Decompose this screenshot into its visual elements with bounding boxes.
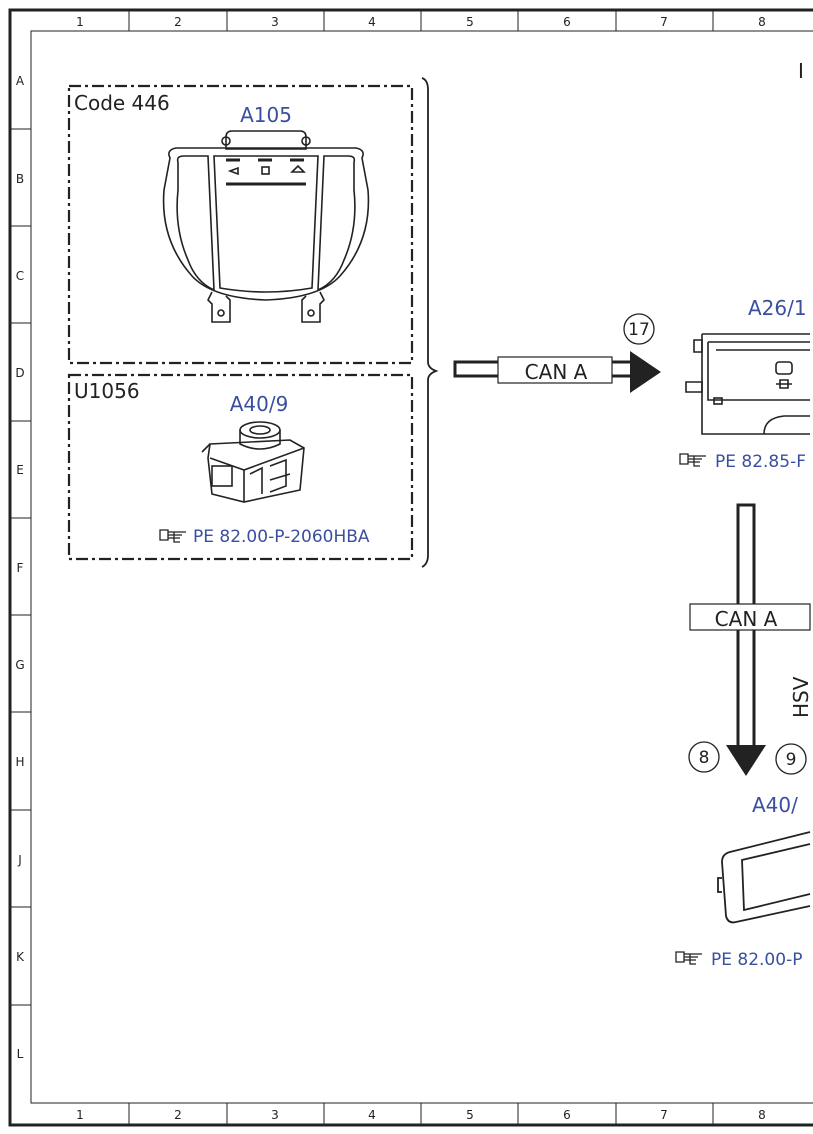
pointing-hand-icon [679,453,706,467]
component-id-a40-9: A40/9 [230,392,289,416]
col-label: 1 [76,1108,84,1122]
cropped-vertical-text: HSV [789,676,813,718]
reference-text: PE 82.85-F [715,452,806,472]
col-label: 2 [174,15,182,29]
overhead-control-panel-icon [162,130,370,323]
outer-frame [8,8,813,1127]
option-code-label: Code 446 [74,91,170,115]
col-label: 6 [563,15,571,29]
bus-arrowhead [630,351,661,393]
control-unit-icon [685,333,810,435]
col-label: 5 [466,15,474,29]
col-label: 3 [271,15,279,29]
pin-number: 17 [628,320,650,340]
option-box-u1056 [67,373,414,561]
col-label: 5 [466,1108,474,1122]
col-label: 7 [660,1108,668,1122]
group-brace [421,77,439,568]
bus-arrowhead [726,745,766,776]
row-label: K [16,950,25,964]
col-label: 2 [174,1108,182,1122]
row-label: H [15,755,24,769]
cropped-edge-text: I [798,59,804,83]
display-unit-icon [717,831,811,924]
can-a-horizontal-bus: CAN A 17 [453,313,661,393]
row-label: J [17,853,22,867]
pointing-hand-icon [675,951,702,965]
row-label: L [17,1047,24,1061]
row-label: B [16,172,24,186]
pin-circle [775,743,807,775]
reference-text: PE 82.00-P-2060HBA [193,527,370,547]
grid-column-labels-top: 1 2 3 4 5 6 7 8 [76,15,766,29]
reference-link-a40[interactable]: PE 82.00-P [675,950,802,970]
bus-label: CAN A [525,360,588,384]
col-label: 3 [271,1108,279,1122]
component-id-a26-1: A26/1 [748,296,807,320]
grid-column-labels-bottom: 1 2 3 4 5 6 7 8 [76,1108,766,1122]
pin-circle [623,313,655,345]
reference-link-a26-1[interactable]: PE 82.85-F [679,452,806,472]
row-label: E [16,463,24,477]
pin-number: 9 [786,750,797,770]
col-label: 6 [563,1108,571,1122]
grid-row-dividers [10,128,31,1006]
pin-number: 8 [699,748,710,768]
col-label: 4 [368,15,376,29]
reference-link-a40-9[interactable]: PE 82.00-P-2060HBA [159,527,370,547]
grid-column-dividers [128,10,714,1125]
can-a-vertical-bus: CAN A 8 9 [688,503,811,776]
reference-text: PE 82.00-P [711,950,802,970]
col-label: 7 [660,15,668,29]
col-label: 1 [76,15,84,29]
pointing-hand-icon [159,529,186,543]
controller-knob-icon [201,421,305,503]
col-label: 8 [758,1108,766,1122]
option-code-label: U1056 [74,379,140,403]
col-label: 8 [758,15,766,29]
col-label: 4 [368,1108,376,1122]
row-label: F [17,561,24,575]
bus-label: CAN A [715,607,778,631]
pin-circle [688,741,720,773]
row-label: C [16,269,24,283]
row-label: A [16,74,25,88]
bus-label-box [689,603,811,631]
option-box-code-446 [67,84,414,365]
bus-label-box [497,356,613,384]
grid-row-labels: A B C D E F G H J K L [15,74,25,1061]
component-id-a105: A105 [240,103,292,127]
inner-frame [30,30,813,1104]
row-label: G [15,658,24,672]
component-id-a40: A40/ [752,793,798,817]
row-label: D [15,366,24,380]
